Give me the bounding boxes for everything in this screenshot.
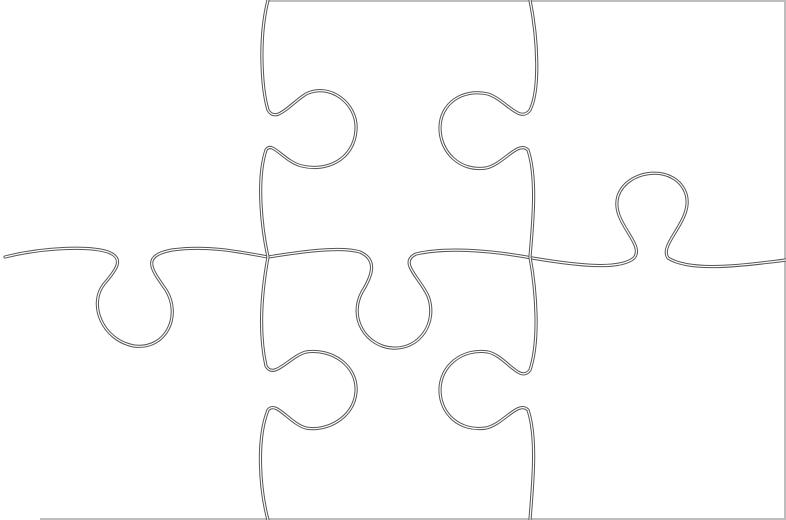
left-vertical-cut-highlight xyxy=(259,0,357,520)
left-vertical-cut-outline xyxy=(258,0,358,520)
left-vertical-cut-line xyxy=(258,0,358,520)
horizontal-cut-highlight xyxy=(4,172,786,349)
horizontal-cut-outline xyxy=(3,171,786,350)
right-vertical-cut-outline xyxy=(438,0,539,520)
horizontal-cut-line xyxy=(3,171,786,350)
right-vertical-cut-line xyxy=(438,0,539,520)
right-vertical-cut-highlight xyxy=(439,0,538,520)
